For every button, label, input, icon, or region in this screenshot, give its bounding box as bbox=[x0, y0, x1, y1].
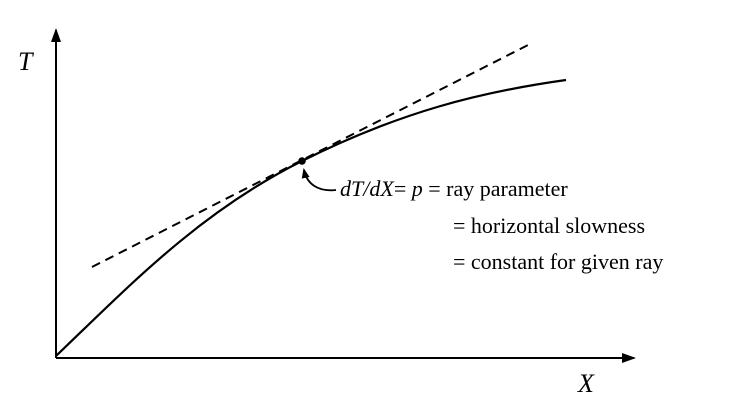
t-axis-label: T bbox=[18, 47, 34, 76]
formula-equals: = bbox=[394, 176, 412, 201]
x-axis-label: X bbox=[577, 369, 595, 398]
tangent-line bbox=[91, 44, 529, 268]
formula-slash: / bbox=[361, 176, 371, 201]
ray-parameter-formula: dT/dX= p = ray parameter bbox=[340, 176, 568, 201]
formula-dx: dX bbox=[369, 176, 395, 201]
pointer-arrow bbox=[301, 168, 337, 192]
formula-p: p bbox=[410, 176, 423, 201]
formula-ray-parameter: = ray parameter bbox=[423, 176, 569, 201]
formula-dt: dT bbox=[340, 176, 365, 201]
horizontal-slowness-line: = horizontal slowness bbox=[453, 213, 645, 238]
tangent-point bbox=[298, 157, 306, 165]
constant-ray-line: = constant for given ray bbox=[453, 249, 663, 274]
